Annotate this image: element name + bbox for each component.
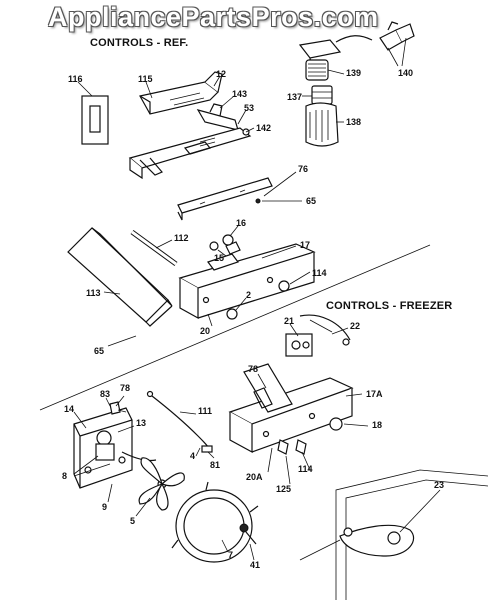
control-bracket-53 [128,127,252,180]
callout-78-fan: 78 [120,383,131,393]
callout-18: 18 [372,420,383,430]
callout-23: 23 [434,480,445,490]
freezer-control-21 [285,314,351,357]
callout-112: 112 [174,233,189,243]
channel-113 [67,227,173,327]
callout-78-freezer: 78 [248,364,259,374]
callout-139: 139 [346,68,362,78]
fan-blade-5 [138,457,185,511]
callout-17: 17 [300,240,311,250]
callout-20A: 20A [246,472,263,482]
fan-bracket-14 [73,401,157,489]
callout-21: 21 [284,316,295,326]
mounting-strip-76 [177,177,273,221]
callout-14: 14 [64,404,75,414]
callout-125: 125 [276,484,292,494]
callout-5: 5 [130,516,136,526]
callout-8: 8 [62,471,68,481]
housing-17A [228,363,354,455]
section-title-ref: CONTROLS - REF. [90,37,189,49]
callout-138: 138 [346,117,362,127]
callout-140: 140 [398,68,414,78]
callout-2: 2 [246,290,252,300]
callout-7: 7 [228,550,234,560]
callout-16: 16 [236,218,247,228]
callout-143: 143 [232,89,248,99]
callout-115: 115 [138,74,153,84]
shaft-112 [130,229,178,267]
callout-41: 41 [250,560,261,570]
callout-116: 116 [68,74,83,84]
callout-20: 20 [200,326,211,336]
label-plate-116 [81,95,109,145]
leader-lines [73,37,441,561]
callout-13: 13 [136,418,147,428]
callout-111: 111 [198,406,213,416]
callout-53: 53 [244,103,255,113]
callout-113: 113 [86,288,101,298]
cabinet-corner-23 [299,469,488,600]
housing-17 [178,234,316,320]
section-title-freezer: CONTROLS - FREEZER [326,300,453,312]
section-divider-line [39,244,431,411]
callout-114-ref: 114 [312,268,327,278]
callout-15: 15 [214,253,225,263]
callout-9: 9 [102,502,108,512]
callout-22: 22 [350,321,361,331]
callout-83: 83 [100,389,111,399]
callout-65-ref: 65 [306,196,317,206]
callout-65-lower: 65 [94,346,105,356]
bracket-assembly-115 [139,71,239,131]
watermark-logo: AppliancePartsPros.com [48,2,379,32]
wire-harness-111 [146,390,213,453]
callout-81: 81 [210,460,221,470]
callout-142: 142 [256,123,272,133]
callout-114-freezer: 114 [298,464,313,474]
fan-shroud-7 [171,481,259,563]
callout-12: 12 [216,69,227,79]
callout-137: 137 [287,92,303,102]
thermostat-assembly-139 [298,21,415,147]
callout-17A: 17A [366,389,383,399]
callout-4: 4 [190,451,196,461]
callout-76: 76 [298,164,309,174]
screw-41 [239,523,257,545]
